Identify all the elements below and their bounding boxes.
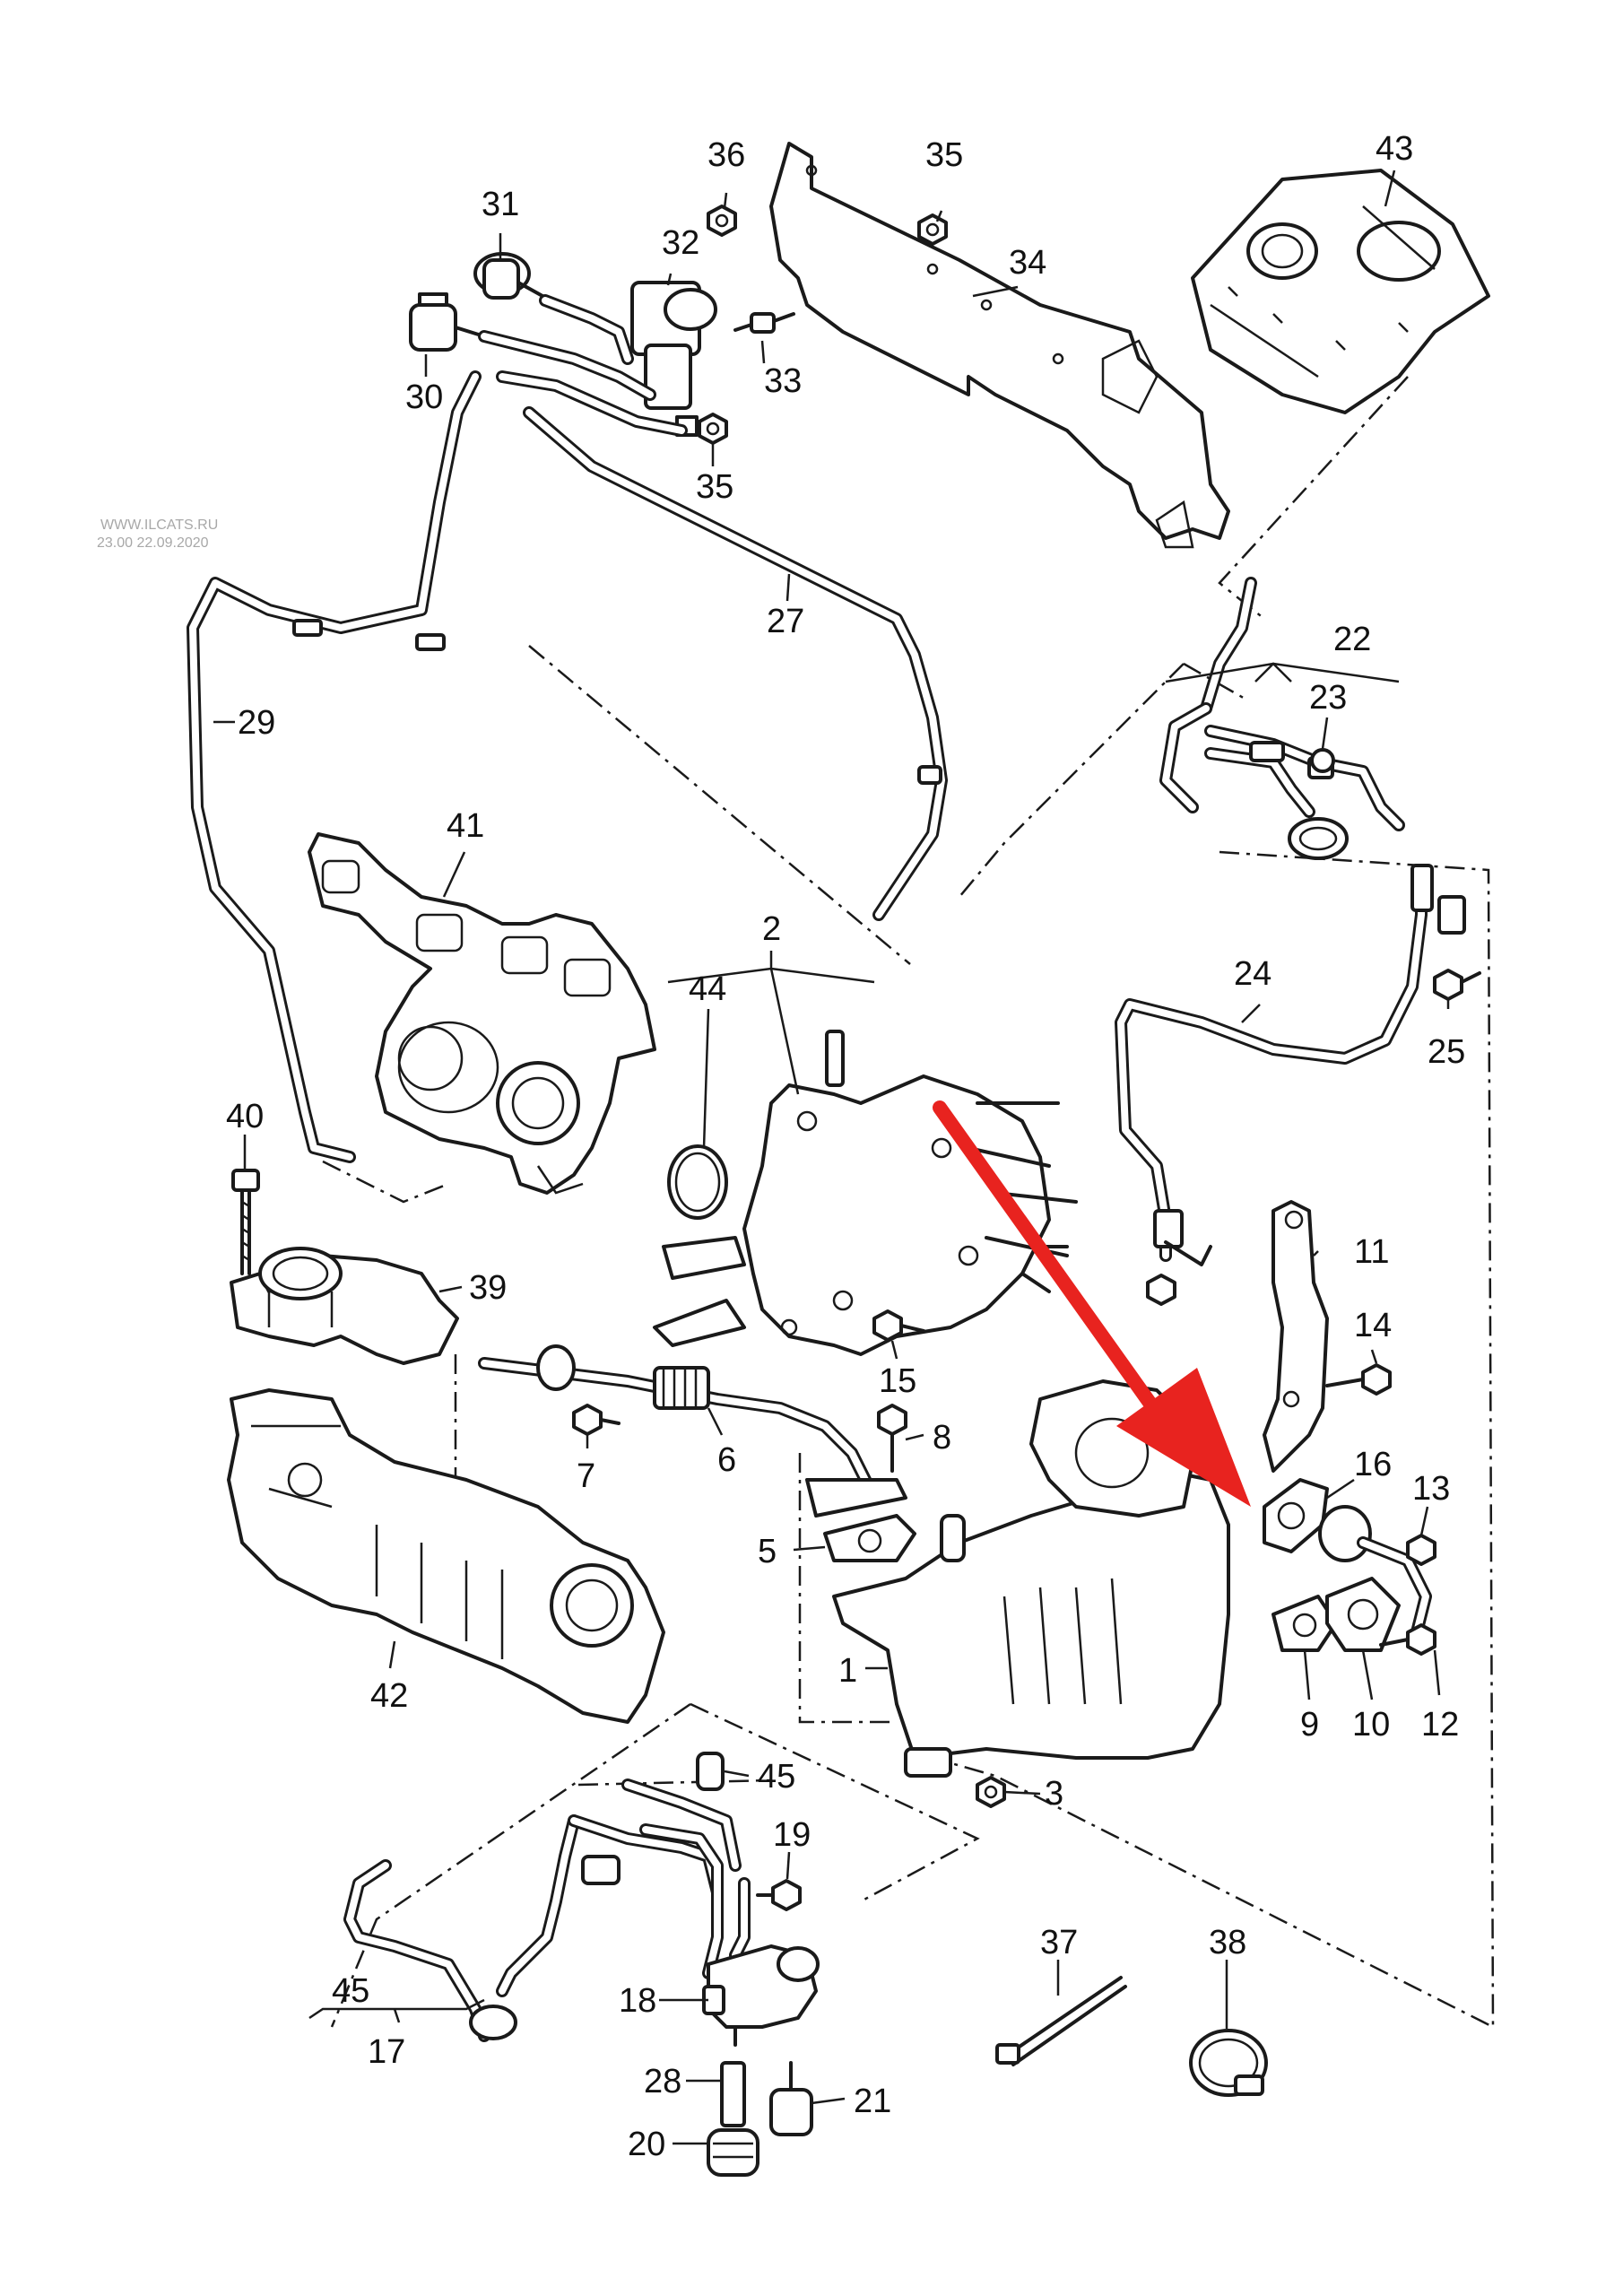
nut-35-top (917, 213, 948, 246)
label-7: 7 (577, 1457, 595, 1495)
bolt-7 (572, 1404, 621, 1436)
label-16: 16 (1354, 1446, 1392, 1483)
label-14: 14 (1354, 1307, 1392, 1344)
label-42: 42 (370, 1677, 408, 1715)
nut-3 (976, 1776, 1006, 1808)
throttle-body-39 (230, 1247, 459, 1365)
watermark-site: WWW.ILCATS.RU (100, 517, 218, 533)
label-9: 9 (1300, 1706, 1319, 1744)
label-24: 24 (1234, 955, 1271, 993)
label-31: 31 (482, 186, 519, 223)
label-5: 5 (758, 1533, 777, 1570)
gasket-5 (823, 1514, 916, 1562)
pipe-28 (720, 2061, 746, 2127)
label-6: 6 (717, 1441, 736, 1479)
label-15: 15 (879, 1362, 916, 1400)
label-40: 40 (226, 1098, 264, 1135)
bolt-25 (1433, 969, 1481, 1001)
label-22: 22 (1333, 621, 1371, 658)
label-35-top: 35 (925, 136, 963, 174)
label-32: 32 (662, 224, 699, 262)
label-28: 28 (644, 2063, 681, 2100)
o-ring-44 (667, 1144, 728, 1220)
flange-10 (1325, 1577, 1401, 1652)
label-13: 13 (1412, 1470, 1450, 1508)
plug-21 (769, 2061, 813, 2136)
cap-31 (473, 252, 544, 300)
label-36: 36 (707, 136, 745, 174)
label-3: 3 (1045, 1775, 1063, 1813)
label-29: 29 (238, 704, 275, 742)
hose-clamp-38 (1189, 2029, 1268, 2097)
nut-36 (707, 204, 737, 237)
label-45-bottom: 45 (332, 1972, 369, 2010)
hose-group-top (478, 294, 688, 437)
label-21: 21 (854, 2083, 891, 2120)
label-45-top: 45 (758, 1758, 795, 1796)
bolt-14 (1325, 1363, 1392, 1396)
label-19: 19 (773, 1816, 811, 1854)
hose-group-17 (343, 1779, 751, 2042)
label-25: 25 (1428, 1033, 1465, 1071)
bolt-40 (231, 1169, 260, 1275)
label-44: 44 (689, 970, 726, 1008)
part-labels: 43 36 35 31 32 34 30 33 35 27 22 23 29 4… (226, 130, 1465, 2163)
label-27: 27 (767, 603, 804, 640)
label-34: 34 (1009, 244, 1046, 282)
label-2: 2 (762, 910, 781, 948)
connection-lines (322, 376, 1495, 2030)
hose-group-22 (1159, 577, 1405, 860)
bolt-8 (877, 1404, 907, 1473)
leader-lines (213, 170, 1450, 2145)
label-17: 17 (368, 2033, 405, 2071)
turbocharger-41 (308, 832, 656, 1195)
label-30: 30 (405, 378, 443, 416)
bracket-11 (1263, 1200, 1329, 1473)
intake-manifold-42 (227, 1388, 665, 1724)
cable-tie-37 (995, 1976, 1127, 2066)
label-38: 38 (1209, 1924, 1246, 1961)
heat-shield-bracket (769, 142, 1230, 549)
gasket-9 (1271, 1595, 1338, 1652)
bolt-15 (872, 1309, 925, 1342)
label-11: 11 (1354, 1233, 1389, 1271)
nut-35-bottom (698, 413, 728, 445)
label-23: 23 (1309, 679, 1347, 717)
pressure-converter-32 (630, 281, 717, 437)
bolt-19 (756, 1879, 802, 1911)
hose-24 (1115, 864, 1466, 1266)
label-12: 12 (1421, 1706, 1459, 1744)
cylinder-head-cover (1191, 169, 1490, 414)
label-33: 33 (764, 362, 802, 400)
gasket-16 (1263, 1478, 1329, 1553)
label-43: 43 (1376, 130, 1413, 168)
label-10: 10 (1352, 1706, 1390, 1744)
pipe-6 (478, 1344, 907, 1518)
sensor-33 (733, 312, 795, 334)
cap-45-top (696, 1752, 725, 1791)
label-35-bottom: 35 (696, 468, 733, 506)
label-18: 18 (619, 1982, 656, 2020)
label-41: 41 (447, 807, 484, 845)
red-pointer-arrow (933, 1100, 1251, 1507)
bolt-small-mid (1146, 1274, 1176, 1306)
valve-18 (702, 1944, 820, 2047)
label-39: 39 (469, 1269, 507, 1307)
plug-30 (409, 292, 486, 352)
hose-29 (187, 370, 482, 1163)
hose-27 (523, 406, 948, 921)
label-37: 37 (1040, 1924, 1078, 1961)
bolt-12 (1379, 1623, 1436, 1656)
cap-20 (707, 2128, 759, 2177)
label-8: 8 (933, 1419, 951, 1457)
label-20: 20 (628, 2126, 665, 2163)
pipe-flange-13 (1318, 1505, 1436, 1639)
watermark-date: 23.00 22.09.2020 (97, 535, 209, 551)
label-1: 1 (838, 1652, 857, 1690)
